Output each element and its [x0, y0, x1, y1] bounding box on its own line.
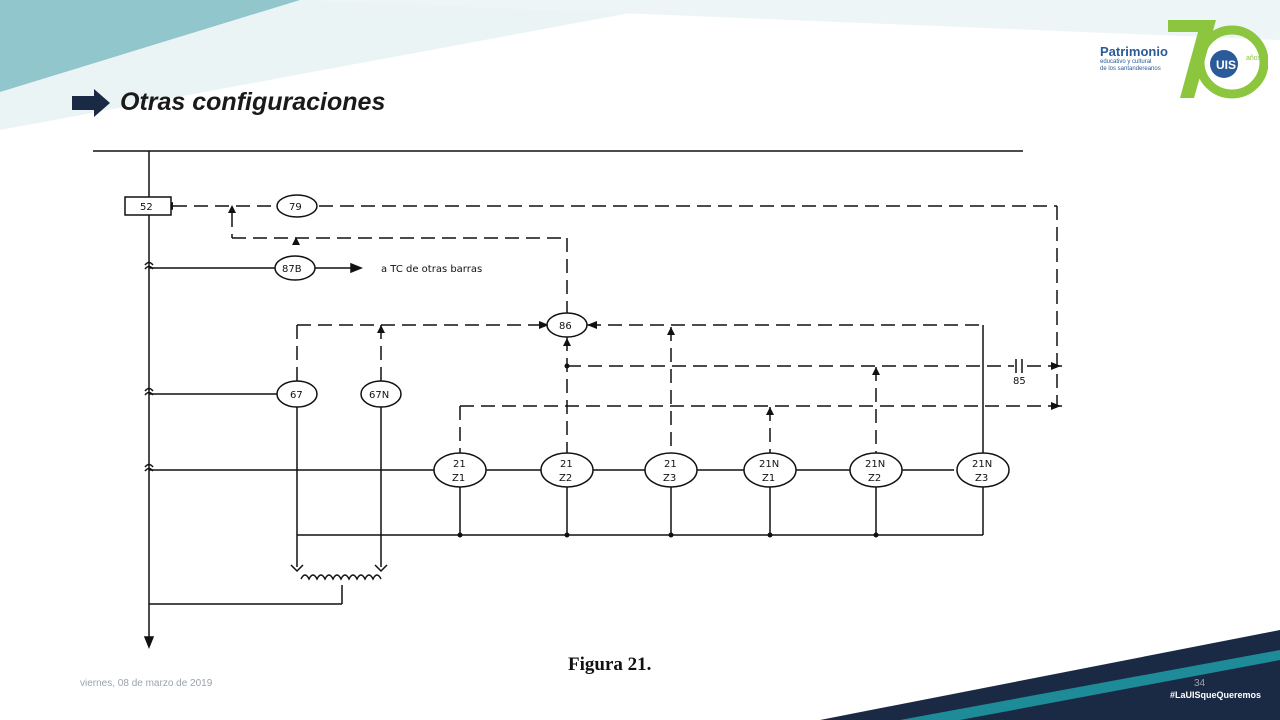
relay-21-z2 — [540, 452, 594, 488]
top-left-light-shape — [0, 0, 700, 130]
bottom-right-teal-stripe — [900, 650, 1280, 720]
relay-87b — [274, 255, 316, 281]
relay-86 — [546, 312, 588, 338]
relay-21n-z2-top: 21N — [865, 459, 885, 470]
slide-title-group: Otras configuraciones — [72, 88, 385, 117]
relay-79 — [276, 194, 318, 218]
relay-21n-z3-bottom: Z3 — [975, 473, 988, 484]
relay-21-z3-top: 21 — [664, 459, 677, 470]
arrow-21n-z2 — [872, 367, 880, 375]
ct-symbol-1 — [144, 261, 154, 270]
relay-67n-label: 67N — [369, 390, 389, 401]
logo-years: años — [1246, 55, 1262, 62]
footer-hashtag: #LaUISqueQueremos — [1170, 690, 1262, 700]
relay-67n — [360, 380, 402, 408]
label-85: 85 — [1013, 376, 1026, 387]
relay-87b-label: 87B — [282, 264, 302, 275]
arrow-21n-z1 — [766, 407, 774, 415]
ct-symbol-3 — [144, 463, 154, 472]
logo-sub-text-2: de los santandereanos — [1100, 66, 1161, 72]
logo-badge: UIS — [1216, 58, 1236, 72]
relay-21n-z1 — [743, 452, 797, 488]
contact-85 — [1015, 359, 1023, 373]
relay-21n-z1-bottom: Z1 — [762, 473, 775, 484]
diagram-svg: 85 52 79 87B 86 67 67N a TC de otras bar… — [93, 150, 1064, 650]
relay-21n-z2 — [849, 452, 903, 488]
relay-79-label: 79 — [289, 202, 302, 213]
relay-21-z2-bottom: Z2 — [559, 473, 572, 484]
arrow-lower — [1051, 402, 1061, 410]
figure-caption: Figura 21. — [568, 654, 652, 675]
arrow-into-86-bottom — [563, 338, 571, 346]
arrow-into-86-left — [539, 321, 549, 329]
arrow-up-52 — [228, 205, 236, 213]
logo-sub-text-1: educativo y cultural — [1100, 59, 1152, 65]
arrow-into-86-right — [587, 321, 597, 329]
relay-21-z1-top: 21 — [453, 459, 466, 470]
relay-21n-z3-top: 21N — [972, 459, 992, 470]
ct-symbol-2 — [144, 387, 154, 396]
note-87b: a TC de otras barras — [381, 264, 482, 275]
footer-date: viernes, 08 de marzo de 2019 — [80, 678, 213, 689]
page-number: 34 — [1194, 678, 1206, 689]
relay-21-z3 — [644, 452, 698, 488]
vt-winding — [300, 574, 382, 581]
logo-text-block: Patrimonio educativo y cultural de los s… — [1100, 44, 1168, 73]
uis-70-logo: UIS años Patrimonio educativo y cultural… — [1096, 14, 1268, 102]
relay-21n-z1-top: 21N — [759, 459, 779, 470]
arrow-right-icon — [72, 88, 110, 117]
relay-21-z2-top: 21 — [560, 459, 573, 470]
arrow-67n — [377, 325, 385, 333]
breaker-52-label: 52 — [140, 202, 153, 213]
bottom-right-navy-shape — [820, 630, 1280, 720]
relay-21n-z2-bottom: Z2 — [868, 473, 881, 484]
logo-main-text: Patrimonio — [1100, 44, 1168, 59]
relay-21-z3-bottom: Z3 — [663, 473, 676, 484]
relay-67 — [276, 380, 318, 408]
arrow-up-87b — [292, 237, 300, 245]
vt-arrows — [290, 564, 388, 573]
slide-title: Otras configuraciones — [120, 88, 386, 116]
relay-67-label: 67 — [290, 390, 303, 401]
relay-21n-z3 — [956, 452, 1010, 488]
protection-scheme-diagram: 85 52 79 87B 86 67 67N a TC de otras bar… — [89, 137, 1064, 661]
relay-21-z1-bottom: Z1 — [452, 473, 465, 484]
logo-70-graphic: UIS años — [1168, 20, 1268, 99]
relay-86-label: 86 — [559, 321, 572, 332]
arrow-87b-out — [350, 262, 364, 274]
arrow-z3 — [667, 327, 675, 335]
arrow-85 — [1051, 362, 1061, 370]
top-band — [300, 0, 1280, 40]
relay-21-z1 — [433, 452, 487, 488]
feeder-arrow — [143, 636, 155, 650]
breaker-52 — [124, 196, 172, 216]
